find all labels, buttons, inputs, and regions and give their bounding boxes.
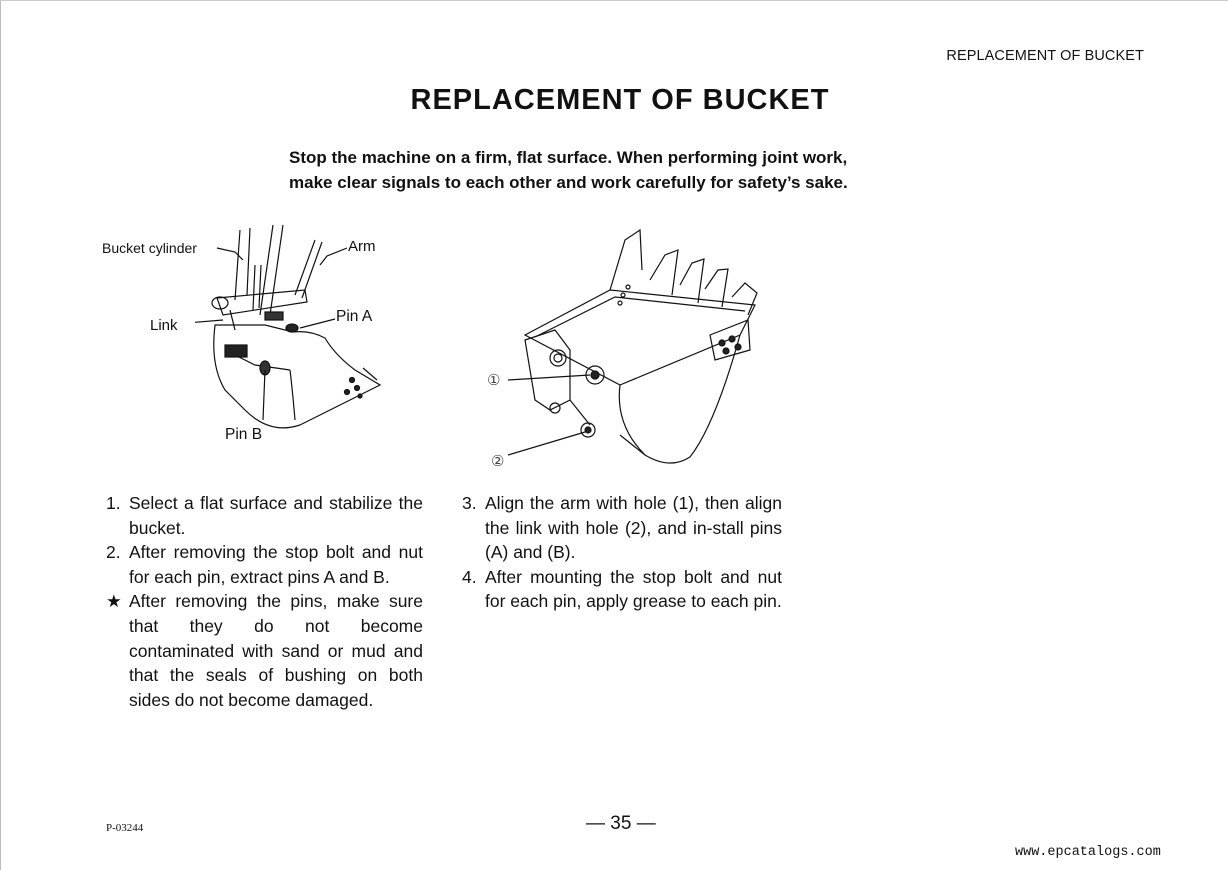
step-item: 3. Align the arm with hole (1), then ali… — [462, 491, 782, 565]
link-label: Link — [150, 317, 178, 334]
instructions-left-column: 1. Select a flat surface and stabilize t… — [106, 491, 423, 712]
step-number: 2. — [106, 542, 121, 563]
warning-line-2: make clear signals to each other and wor… — [289, 173, 848, 192]
note-text: After removing the pins, make sure that … — [129, 591, 423, 710]
bucket-detail-figure — [500, 225, 765, 470]
pin-b-label: Pin B — [225, 426, 263, 443]
hole-2-label: ② — [491, 453, 505, 470]
step-text: After mounting the stop bolt and nut for… — [485, 566, 782, 612]
warning-line-1: Stop the machine on a firm, flat surface… — [289, 148, 848, 167]
arm-label: Arm — [348, 238, 376, 255]
document-code: P-03244 — [106, 822, 144, 834]
page-number: — 35 — — [586, 813, 656, 834]
bucket-detail-drawing — [507, 228, 758, 464]
bucket-cylinder-label: Bucket cylinder — [102, 240, 197, 256]
bucket-arm-figure — [195, 220, 395, 450]
hole-1-label: ① — [487, 372, 501, 389]
step-item: 2. After removing the stop bolt and nut … — [106, 540, 423, 589]
bucket-arm-drawing — [195, 224, 382, 429]
page-left-border — [0, 0, 1, 870]
step-note: ★ After removing the pins, make sure tha… — [106, 589, 423, 712]
watermark-link[interactable]: www.epcatalogs.com — [1015, 845, 1161, 860]
step-number: 1. — [106, 493, 121, 513]
step-text: After removing the stop bolt and nut for… — [129, 542, 423, 587]
step-item: 1. Select a flat surface and stabilize t… — [106, 491, 423, 540]
pin-a-label: Pin A — [336, 308, 373, 325]
page-title: REPLACEMENT OF BUCKET — [410, 84, 830, 116]
safety-warning: Stop the machine on a firm, flat surface… — [289, 145, 989, 195]
instructions-right-column: 3. Align the arm with hole (1), then ali… — [462, 491, 782, 614]
step-number: 4. — [462, 566, 477, 587]
step-number: 3. — [462, 493, 477, 513]
step-text: Align the arm with hole (1), then align … — [485, 493, 782, 563]
running-header: REPLACEMENT OF BUCKET — [946, 48, 1144, 64]
step-text: Select a flat surface and stabilize the … — [129, 493, 423, 538]
star-icon: ★ — [106, 591, 122, 612]
step-item: 4. After mounting the stop bolt and nut … — [462, 565, 782, 614]
page-top-border — [0, 0, 1228, 1]
